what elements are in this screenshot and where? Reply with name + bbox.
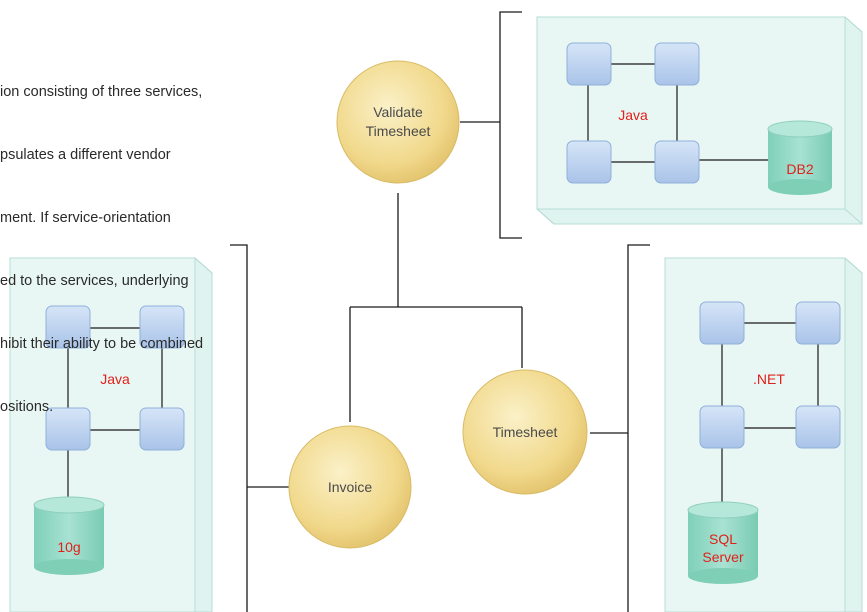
component-node bbox=[654, 42, 700, 86]
component-node bbox=[45, 305, 91, 349]
caption-line: ion consisting of three services, bbox=[0, 84, 203, 100]
component-node bbox=[654, 140, 700, 184]
caption-line: psulates a different vendor bbox=[0, 147, 171, 163]
service-timesheet: Timesheet bbox=[462, 369, 588, 495]
service-label-validate: Validate bbox=[373, 104, 423, 120]
database-label-server: Server bbox=[702, 549, 744, 565]
database-label-sql: SQL bbox=[709, 531, 737, 547]
component-node bbox=[139, 407, 185, 451]
database-label-db2: DB2 bbox=[786, 161, 813, 177]
connector-lines bbox=[230, 11, 650, 612]
service-validate-timesheet: Validate Timesheet bbox=[336, 60, 460, 184]
figure-caption: ion consisting of three services, psulat… bbox=[0, 40, 270, 439]
service-invoice: Invoice bbox=[288, 425, 412, 549]
database-cylinder-10g bbox=[33, 496, 105, 575]
service-label-timesheet-line2: Timesheet bbox=[366, 123, 431, 139]
database-cylinder-sql-server bbox=[687, 501, 759, 584]
caption-line: ed to the services, underlying bbox=[0, 273, 189, 289]
env-box-left: Java 10g bbox=[9, 257, 213, 612]
component-node bbox=[699, 301, 745, 345]
component-node bbox=[566, 42, 612, 86]
caption-line: hibit their ability to be combined bbox=[0, 336, 204, 352]
platform-label-java-top: Java bbox=[618, 107, 648, 123]
component-node bbox=[795, 301, 841, 345]
database-cylinder-db2 bbox=[767, 120, 833, 195]
caption-line: ment. If service-orientation bbox=[0, 210, 171, 226]
database-label-10g: 10g bbox=[57, 539, 80, 555]
caption-line: ositions. bbox=[0, 399, 54, 415]
component-node bbox=[566, 140, 612, 184]
service-label-invoice: Invoice bbox=[328, 479, 373, 495]
service-label-timesheet: Timesheet bbox=[493, 424, 558, 440]
platform-label-dotnet: .NET bbox=[753, 371, 785, 387]
component-node bbox=[699, 405, 745, 449]
component-node bbox=[45, 407, 91, 451]
env-box-top-right: Java DB2 bbox=[536, 16, 863, 225]
env-box-right: .NET SQL Server bbox=[664, 257, 863, 612]
platform-label-java-left: Java bbox=[100, 371, 130, 387]
component-node bbox=[795, 405, 841, 449]
component-node bbox=[139, 305, 185, 349]
